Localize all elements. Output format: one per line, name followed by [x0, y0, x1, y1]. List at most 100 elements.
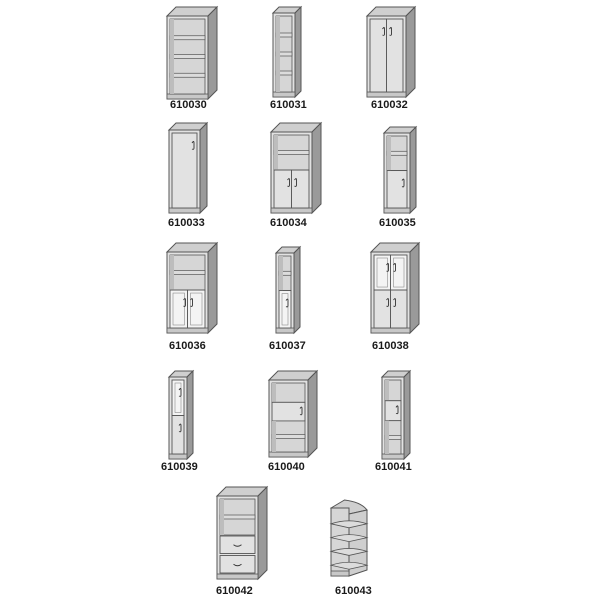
cabinet-illustration	[215, 485, 269, 581]
product-code: 610030	[170, 99, 207, 111]
cabinet-side	[294, 5, 302, 99]
cabinet-side	[409, 125, 417, 215]
door-handle-icon	[178, 423, 182, 433]
cabinet-side	[293, 245, 301, 335]
shelf	[329, 520, 369, 529]
product-code: 610043	[335, 585, 372, 597]
product-code: 610035	[379, 217, 416, 229]
cabinet-item	[267, 369, 319, 459]
shelf	[169, 72, 206, 78]
cabinet-item	[380, 369, 412, 461]
shelf	[329, 548, 369, 556]
door-handle-icon	[401, 178, 405, 188]
cabinet-illustration	[329, 499, 369, 577]
cabinet-item	[369, 241, 421, 335]
door	[291, 169, 310, 209]
open-compartment	[271, 382, 306, 403]
plinth	[370, 327, 411, 334]
product-code: 610031	[270, 99, 307, 111]
door-handle-icon	[386, 263, 389, 272]
product-code: 610039	[161, 461, 198, 473]
cabinet-illustration	[380, 369, 412, 461]
plinth	[268, 451, 309, 458]
cabinet-illustration	[165, 241, 219, 335]
door-handle-icon	[299, 406, 303, 416]
cabinet-item	[165, 5, 219, 101]
inner-shadow	[170, 255, 174, 291]
product-code: 610042	[216, 585, 253, 597]
glass-door	[169, 289, 188, 329]
door-handle-icon	[190, 298, 193, 307]
product-code: 610041	[375, 461, 412, 473]
drawer-handle-icon	[233, 563, 242, 567]
door-handle-icon	[294, 178, 297, 187]
shelf	[271, 434, 306, 439]
cabinet-side	[311, 121, 322, 215]
cabinet-side	[403, 369, 411, 461]
glass-pane	[174, 382, 182, 413]
glass-pane	[376, 257, 388, 288]
inner-shadow	[220, 499, 224, 535]
plinth	[168, 453, 188, 460]
inner-shadow	[272, 383, 276, 403]
glass-pane	[190, 292, 203, 326]
cabinet-illustration	[382, 125, 418, 215]
door-handle-icon	[285, 298, 289, 308]
cabinet-item	[274, 245, 302, 335]
door-handle-icon	[382, 27, 385, 36]
shelf	[219, 514, 256, 520]
inner-shadow	[385, 380, 389, 401]
shelf	[169, 35, 206, 41]
product-code: 610038	[372, 340, 409, 352]
product-code: 610037	[269, 340, 306, 352]
plinth	[168, 207, 201, 214]
door-handle-icon	[183, 298, 186, 307]
door	[384, 400, 402, 422]
inner-shadow	[276, 16, 280, 92]
door	[271, 401, 306, 422]
door-handle-icon	[287, 178, 290, 187]
inner-shadow	[272, 420, 276, 452]
glass-pane	[393, 257, 405, 288]
product-code: 610034	[270, 217, 307, 229]
plinth	[330, 570, 350, 577]
cabinet-item	[165, 241, 219, 335]
cabinet-illustration	[165, 5, 219, 101]
cabinet-illustration	[271, 5, 303, 99]
inner-shadow	[387, 136, 391, 171]
cabinet-item	[271, 5, 303, 99]
door-handle-icon	[389, 27, 392, 36]
door-handle-icon	[395, 405, 399, 415]
plinth	[216, 573, 259, 580]
cabinet-illustration	[167, 369, 195, 461]
door	[390, 289, 408, 329]
cabinet-side	[307, 369, 318, 459]
plinth	[166, 327, 209, 334]
glass-door	[278, 290, 292, 329]
drawer	[219, 555, 256, 574]
product-code: 610032	[371, 99, 408, 111]
cabinet-side	[199, 121, 208, 215]
cabinet-illustration	[269, 121, 323, 215]
cabinet-item	[329, 494, 370, 580]
door	[273, 169, 292, 209]
shelf	[273, 150, 310, 155]
glass-door	[171, 379, 185, 416]
cabinet-illustration	[267, 369, 319, 459]
cabinet-item	[167, 121, 209, 215]
cabinet-item	[167, 369, 195, 461]
plinth	[275, 327, 295, 334]
cabinet-illustration	[365, 5, 417, 99]
shelf	[329, 561, 369, 570]
plinth	[272, 91, 296, 98]
cabinet-illustration	[167, 121, 209, 215]
glass-door	[187, 289, 206, 329]
drawer	[219, 535, 256, 554]
cabinet-illustration	[274, 245, 302, 335]
glass-pane	[172, 292, 185, 326]
glass-door	[390, 254, 408, 291]
plinth	[270, 207, 313, 214]
door-handle-icon	[178, 388, 182, 397]
cabinet-side	[409, 241, 420, 335]
cabinet-side	[186, 369, 194, 461]
